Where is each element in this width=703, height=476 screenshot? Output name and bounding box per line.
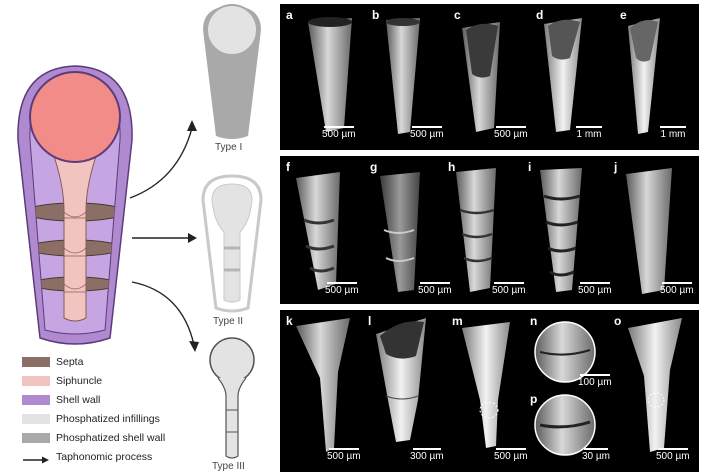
scale-label: 500 µm [418, 285, 452, 296]
scale-label: 500 µm [656, 451, 690, 462]
type-ii-label: Type II [213, 316, 244, 327]
legend-label: Shell wall [56, 393, 101, 406]
scale-bar-p: 30 µm [582, 448, 610, 462]
panel-label-b: b [372, 8, 380, 22]
legend-swatch [22, 394, 50, 405]
scale-bar-k: 500 µm [327, 448, 361, 462]
panel-label-g: g [370, 160, 378, 174]
panel-label-d: d [536, 8, 544, 22]
scale-label: 30 µm [582, 451, 610, 462]
legend-item-shell-wall: Shell wall [22, 390, 165, 409]
legend-swatch [22, 432, 50, 443]
legend-swatch [22, 375, 50, 386]
aperture [29, 71, 121, 163]
specimen-f [296, 172, 340, 290]
scale-bar-h: 500 µm [492, 282, 526, 296]
scale-bar-e: 1 mm [660, 126, 686, 140]
panel-label-c: c [454, 8, 461, 22]
type-iii-label: Type III [212, 461, 245, 472]
specimen-b [386, 18, 420, 134]
schematic-diagram [17, 4, 263, 459]
legend-swatch [22, 413, 50, 424]
specimen-n-zoom [534, 321, 596, 383]
scale-bar-d: 1 mm [576, 126, 602, 140]
scale-label: 1 mm [576, 129, 602, 140]
scale-bar-a: 500 µm [322, 126, 356, 140]
scale-bar-l: 300 µm [410, 448, 444, 462]
panel-label-f: f [286, 160, 290, 174]
legend: Septa Siphuncle Shell wall Phosphatized … [22, 352, 165, 466]
panel-label-n: n [530, 314, 538, 328]
scale-bar-m: 500 µm [494, 448, 528, 462]
scale-label: 500 µm [322, 129, 356, 140]
scale-label: 500 µm [327, 451, 361, 462]
arrow-icon [22, 452, 50, 463]
panel-label-e: e [620, 8, 627, 22]
scale-label: 500 µm [492, 285, 526, 296]
scale-label: 500 µm [410, 129, 444, 140]
specimen-h [456, 168, 496, 292]
type-iii-stem [217, 377, 247, 459]
scale-label: 300 µm [410, 451, 444, 462]
specimen-k [296, 318, 350, 452]
scale-label: 500 µm [578, 285, 612, 296]
type-i-label: Type I [215, 142, 243, 153]
panel-label-i: i [528, 160, 532, 174]
scale-bar-b: 500 µm [410, 126, 444, 140]
legend-label: Phosphatized shell wall [56, 431, 166, 444]
panel-label-p: p [530, 392, 538, 406]
legend-item-phosphatized-shell-wall: Phosphatized shell wall [22, 428, 165, 447]
scale-label: 100 µm [578, 377, 612, 388]
legend-label: Septa [56, 355, 84, 368]
arrow-to-type-iii [131, 281, 195, 346]
specimen-i [540, 168, 582, 292]
panel-label-l: l [368, 314, 372, 328]
legend-label: Siphuncle [56, 374, 103, 387]
specimen-o [628, 318, 682, 452]
arrow-to-type-i [129, 127, 193, 199]
panel-label-k: k [286, 314, 293, 328]
legend-label: Taphonomic process [56, 450, 153, 463]
scale-bar-g: 500 µm [418, 282, 452, 296]
scale-label: 500 µm [494, 451, 528, 462]
panel-label-m: m [452, 314, 463, 328]
scale-bar-n: 100 µm [578, 374, 612, 388]
scale-label: 500 µm [660, 285, 694, 296]
panel-label-j: j [614, 160, 618, 174]
scale-bar-c: 500 µm [494, 126, 528, 140]
legend-item-siphuncle: Siphuncle [22, 371, 165, 390]
legend-item-phosphatized-infillings: Phosphatized infillings [22, 409, 165, 428]
scale-bar-f: 500 µm [325, 282, 359, 296]
scale-label: 500 µm [325, 285, 359, 296]
panel-label-h: h [448, 160, 456, 174]
legend-item-taphonomic-process: Taphonomic process [22, 447, 165, 466]
specimen-j [626, 168, 672, 294]
panel-label-a: a [286, 8, 293, 22]
scale-label: 1 mm [660, 129, 686, 140]
siphuncle [51, 149, 99, 322]
scale-bar-i: 500 µm [578, 282, 612, 296]
legend-swatch [22, 356, 50, 367]
specimen-p-zoom [534, 394, 596, 456]
specimen-m [462, 322, 510, 448]
legend-item-septa: Septa [22, 352, 165, 371]
panel-label-o: o [614, 314, 622, 328]
scale-bar-o: 500 µm [656, 448, 690, 462]
scale-label: 500 µm [494, 129, 528, 140]
specimen-a [308, 18, 352, 132]
scale-bar-j: 500 µm [660, 282, 694, 296]
legend-label: Phosphatized infillings [56, 412, 160, 425]
